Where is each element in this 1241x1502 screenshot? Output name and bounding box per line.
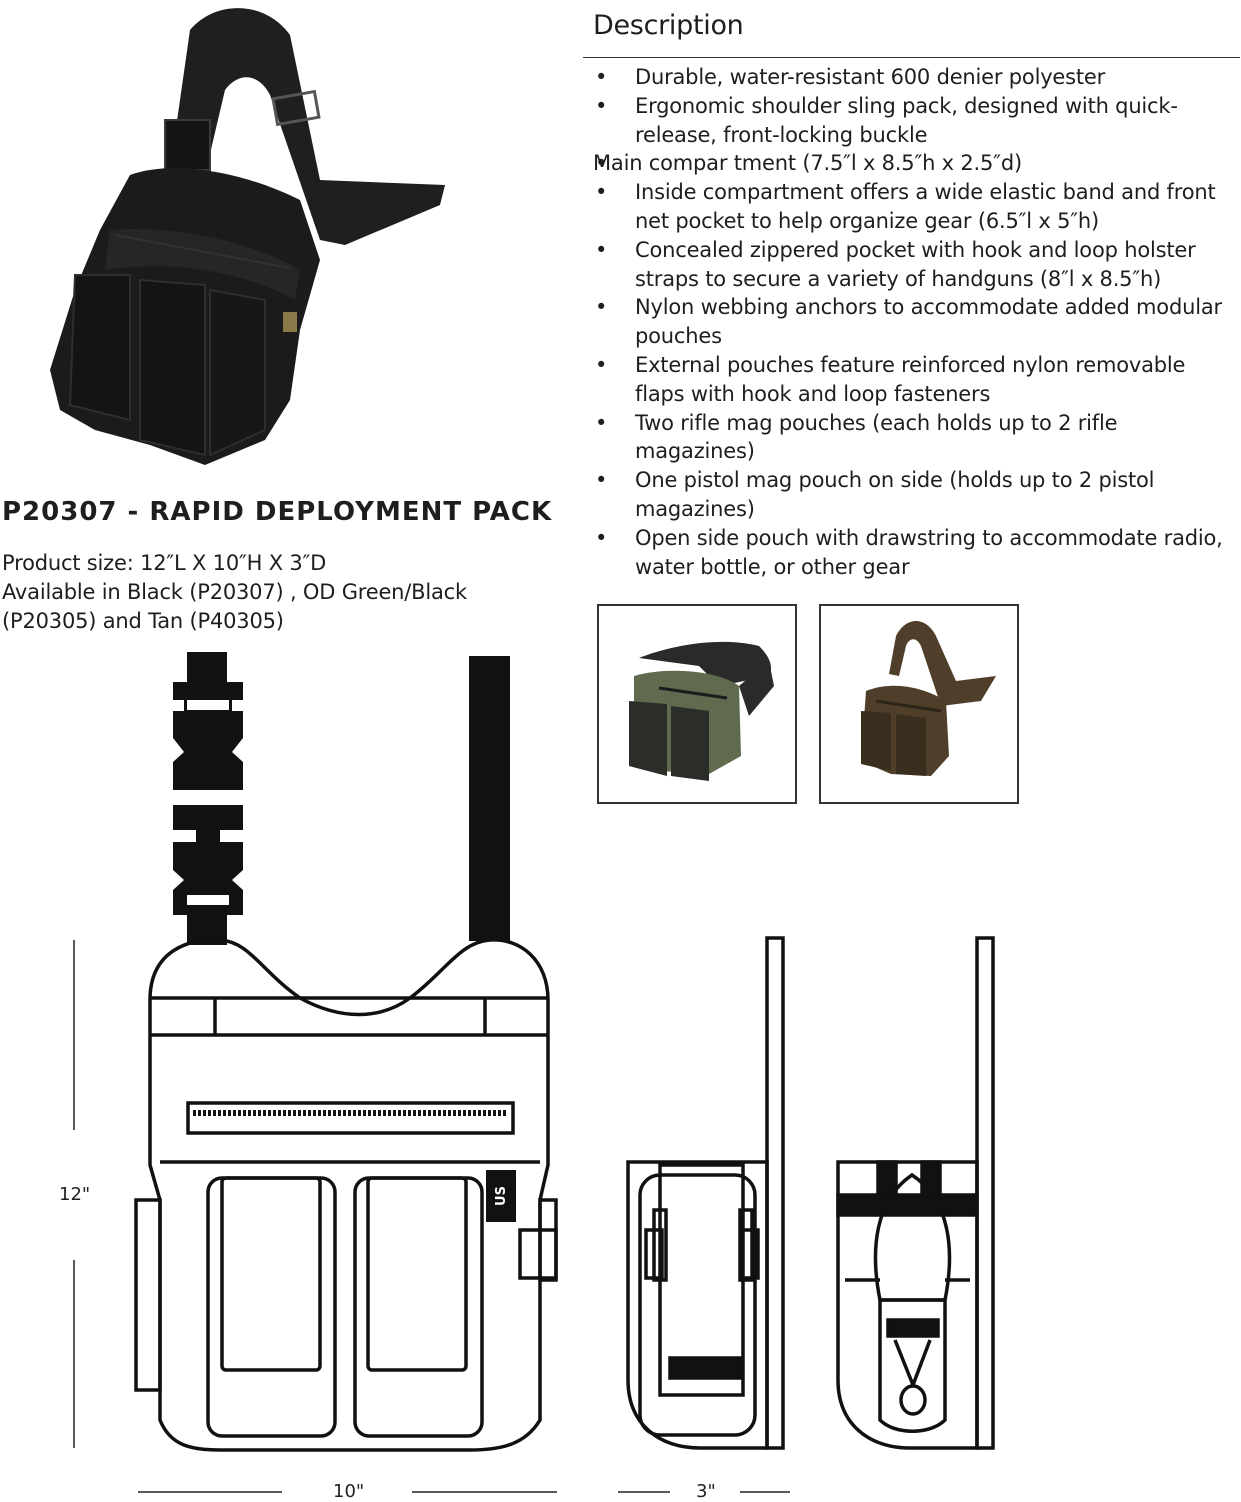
depth-dimension-label: 3": [696, 1481, 716, 1502]
feature-item: Concealed zippered pocket with hook and …: [593, 236, 1233, 294]
feature-item: Inside compartment offers a wide elastic…: [593, 178, 1233, 236]
feature-item: Two rifle mag pouches (each holds up to …: [593, 409, 1233, 467]
black-pack-photo: [50, 8, 445, 466]
feature-item: Open side pouch with drawstring to accom…: [593, 524, 1233, 582]
feature-item: Ergonomic shoulder sling pack, designed …: [593, 92, 1233, 150]
feature-item: Nylon webbing anchors to accommodate add…: [593, 293, 1233, 351]
svg-text:US: US: [494, 1186, 509, 1206]
description-divider: [583, 57, 1240, 58]
feature-item: External pouches feature reinforced nylo…: [593, 351, 1233, 409]
product-availability: (P20305) and Tan (P40305): [2, 609, 284, 633]
main-compartment-label: Main compar tment: [593, 151, 796, 176]
main-compartment-line: Main compar tment (7.5″l x 8.5″h x 2.5″d…: [593, 149, 1233, 178]
tan-pack-photo: [861, 621, 996, 776]
feature-item: One pistol mag pouch on side (holds up t…: [593, 466, 1233, 524]
height-dimension-label: 12": [59, 1184, 91, 1205]
width-dimension-label: 10": [333, 1481, 365, 1502]
thumbnail-od-green[interactable]: [597, 604, 797, 804]
thumbnail-tan[interactable]: [819, 604, 1019, 804]
main-compartment-dims: (7.5″l x 8.5″h x 2.5″d): [795, 151, 1022, 176]
product-size: Product size: 12″L X 10″H X 3″D: [2, 551, 327, 575]
side-view-drawing: [626, 936, 785, 1450]
front-view-drawing: [134, 938, 558, 1452]
side-pouch-view-drawing: [836, 936, 995, 1450]
product-info: Product size: 12″L X 10″H X 3″D Availabl…: [2, 549, 467, 636]
description-list: Durable, water-resistant 600 denier poly…: [593, 63, 1233, 581]
feature-item: Durable, water-resistant 600 denier poly…: [593, 63, 1233, 92]
product-title: P20307 - RAPID DEPLOYMENT PACK: [2, 497, 553, 527]
dimension-lines: [73, 940, 790, 1493]
product-availability: Available in Black (P20307) , OD Green/B…: [2, 580, 467, 604]
us-logo-badge: US: [486, 1170, 516, 1222]
od-green-pack-photo: [629, 641, 774, 781]
description-title: Description: [593, 10, 744, 41]
buckle-strap-drawing: [173, 652, 510, 945]
